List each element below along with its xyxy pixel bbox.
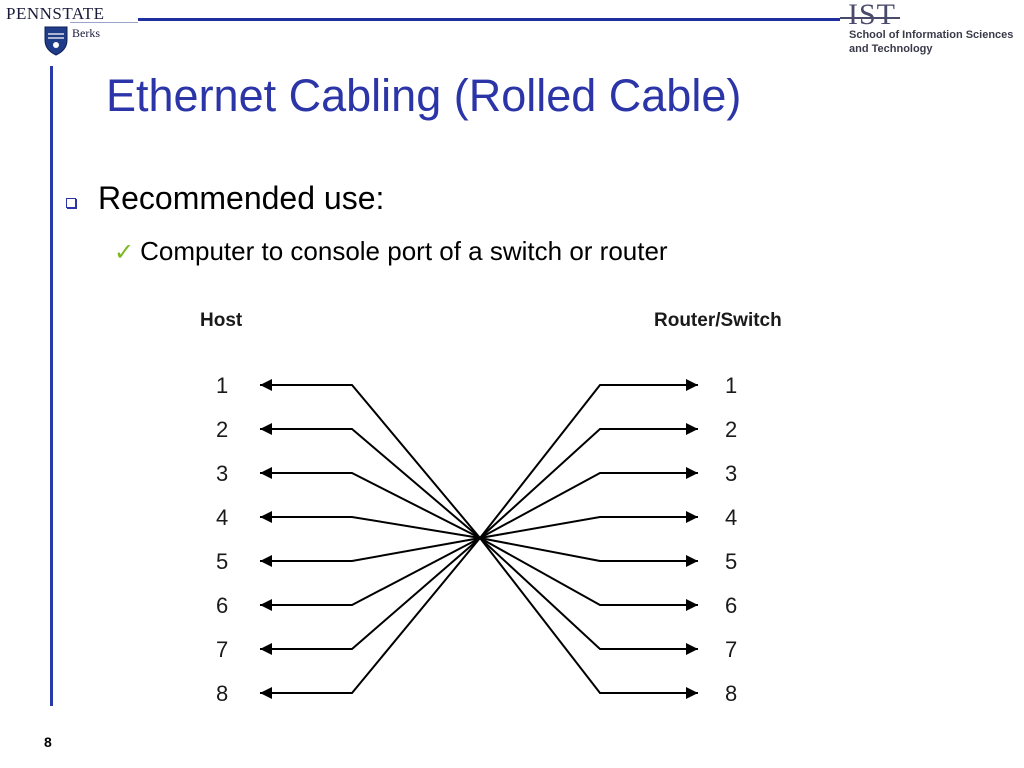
square-bullet-icon <box>66 197 76 208</box>
page-number: 8 <box>44 734 52 750</box>
ist-mark: IST <box>848 0 896 31</box>
ist-logo: IST School of Information Sciences and T… <box>840 0 1024 60</box>
university-name: PENNSTATE <box>6 4 105 23</box>
wire-router-pin-3 <box>479 467 698 539</box>
wire-host-pin-4 <box>260 511 481 539</box>
router-pin-7: 7 <box>725 637 737 662</box>
slide-title: Ethernet Cabling (Rolled Cable) <box>106 70 742 121</box>
wire-router-pin-2 <box>479 423 698 539</box>
wire-router-pin-4 <box>479 511 698 539</box>
router-pin-1: 1 <box>725 373 737 398</box>
wire-host-pin-2 <box>260 423 481 539</box>
left-accent-bar <box>50 66 53 706</box>
checkmark-icon: ✓ <box>114 237 135 266</box>
wire-host-pin-1 <box>260 379 481 539</box>
wire-host-pin-3 <box>260 467 481 539</box>
header-rule <box>138 18 840 21</box>
router-pin-3: 3 <box>725 461 737 486</box>
sub-bullet-item: ✓ Computer to console port of a switch o… <box>114 236 668 267</box>
router-switch-label: Router/Switch <box>654 310 782 331</box>
bullet-item: Recommended use: <box>66 180 384 217</box>
router-pin-5: 5 <box>725 549 737 574</box>
penn-state-shield-icon <box>44 26 68 56</box>
ist-rule <box>840 17 900 19</box>
wire-host-pin-8 <box>260 537 481 699</box>
wire-router-pin-7 <box>479 537 698 655</box>
host-pin-5: 5 <box>216 549 228 574</box>
host-label: Host <box>200 310 243 331</box>
penn-state-logo: PENNSTATE Berks <box>6 4 136 60</box>
wire-host-pin-5 <box>260 537 481 567</box>
sub-bullet-text: Computer to console port of a switch or … <box>140 236 668 266</box>
rolled-cable-pinout-diagram: Host Router/Switch 1 2 3 4 5 6 7 8 1 2 3 4 5 6 7 8 <box>200 310 782 706</box>
bullet-text: Recommended use: <box>98 180 385 216</box>
router-pin-6: 6 <box>725 593 737 618</box>
host-pin-6: 6 <box>216 593 228 618</box>
host-pin-7: 7 <box>216 637 228 662</box>
wire-group <box>260 379 698 699</box>
wire-host-pin-6 <box>260 537 481 611</box>
host-pin-3: 3 <box>216 461 228 486</box>
host-pin-1: 1 <box>216 373 228 398</box>
wire-router-pin-5 <box>479 537 698 567</box>
ist-college-line-2: and Technology <box>849 43 933 55</box>
wire-router-pin-6 <box>479 537 698 611</box>
router-pin-2: 2 <box>725 417 737 442</box>
campus-name: Berks <box>72 26 100 40</box>
router-pin-labels: 1 2 3 4 5 6 7 8 <box>725 373 737 706</box>
host-pin-4: 4 <box>216 505 228 530</box>
router-pin-4: 4 <box>725 505 737 530</box>
host-pin-2: 2 <box>216 417 228 442</box>
host-pin-8: 8 <box>216 681 228 706</box>
router-pin-8: 8 <box>725 681 737 706</box>
host-pin-labels: 1 2 3 4 5 6 7 8 <box>216 373 228 706</box>
ist-college-line-1: School of Information Sciences <box>849 29 1014 41</box>
header-thin-rule <box>70 22 138 23</box>
wire-host-pin-7 <box>260 537 481 655</box>
wire-router-pin-8 <box>479 537 698 699</box>
wire-router-pin-1 <box>479 379 698 539</box>
